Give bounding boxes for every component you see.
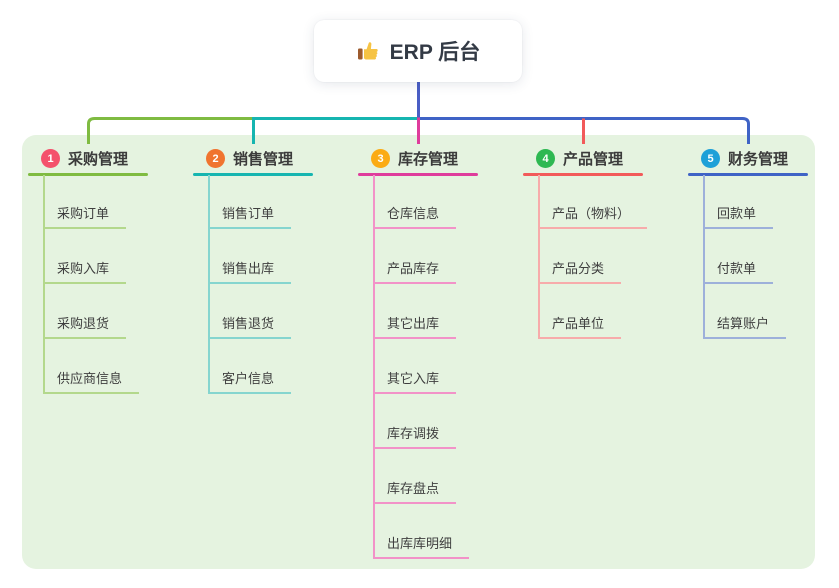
branch-3: 3 库存管理 仓库信息产品库存其它出库其它入库库存调拨库存盘点出库库明细 <box>358 147 518 559</box>
branch-4: 4 产品管理 产品（物料） 产品分类产品单位 <box>523 147 683 339</box>
branch-node[interactable]: 4 产品管理 <box>523 147 683 170</box>
sub-item-node[interactable]: 采购入库 <box>43 258 127 284</box>
sub-item-node[interactable]: 采购退货 <box>43 313 127 339</box>
branch-number-badge: 4 <box>536 149 555 168</box>
sub-item-node[interactable]: 回款单 <box>703 203 774 229</box>
sub-item-node[interactable]: 产品单位 <box>538 313 622 339</box>
branch-stem-line <box>43 175 45 394</box>
sub-item-node[interactable]: 销售订单 <box>208 203 292 229</box>
branch-1: 1 采购管理 采购订单采购入库采购退货供应商信息 <box>28 147 188 394</box>
sub-item-node[interactable]: 销售退货 <box>208 313 292 339</box>
branch-underline <box>358 173 478 176</box>
sub-item-node[interactable]: 销售出库 <box>208 258 292 284</box>
branch-stem-line <box>373 175 375 559</box>
sub-item-node[interactable]: 库存调拨 <box>373 423 457 449</box>
sub-item-node[interactable]: 供应商信息 <box>43 368 140 394</box>
sub-item-node[interactable]: 产品（物料） <box>538 203 648 229</box>
branch-stem-line <box>538 175 540 339</box>
branch-5: 5 财务管理 回款单付款单结算账户 <box>688 147 839 339</box>
root-node[interactable]: ERP 后台 <box>314 20 522 82</box>
branch-node[interactable]: 5 财务管理 <box>688 147 839 170</box>
branch-2: 2 销售管理 销售订单销售出库销售退货客户信息 <box>193 147 353 394</box>
branch-node[interactable]: 2 销售管理 <box>193 147 353 170</box>
branch-stem-line <box>208 175 210 394</box>
branch-underline <box>523 173 643 176</box>
branch-number-badge: 3 <box>371 149 390 168</box>
sub-item-node[interactable]: 采购订单 <box>43 203 127 229</box>
thumbs-up-icon <box>357 42 378 60</box>
branch-label: 采购管理 <box>68 151 129 168</box>
sub-item-node[interactable]: 仓库信息 <box>373 203 457 229</box>
sub-item-node[interactable]: 产品分类 <box>538 258 622 284</box>
branch-node[interactable]: 1 采购管理 <box>28 147 188 170</box>
branch-underline <box>688 173 808 176</box>
branches-panel <box>22 135 815 569</box>
sub-item-node[interactable]: 客户信息 <box>208 368 292 394</box>
sub-item-node[interactable]: 其它出库 <box>373 313 457 339</box>
branch-node[interactable]: 3 库存管理 <box>358 147 518 170</box>
sub-item-node[interactable]: 其它入库 <box>373 368 457 394</box>
branch-stem-line <box>703 175 705 339</box>
branch-label: 财务管理 <box>728 151 789 168</box>
sub-item-node[interactable]: 库存盘点 <box>373 478 457 504</box>
root-title: ERP 后台 <box>389 41 481 64</box>
branch-label: 销售管理 <box>233 151 294 168</box>
branch-underline <box>193 173 313 176</box>
branch-label: 产品管理 <box>563 151 624 168</box>
sub-item-node[interactable]: 出库库明细 <box>373 533 470 559</box>
sub-item-node[interactable]: 产品库存 <box>373 258 457 284</box>
branch-number-badge: 5 <box>701 149 720 168</box>
branch-label: 库存管理 <box>398 151 459 168</box>
branch-number-badge: 1 <box>41 149 60 168</box>
branch-underline <box>28 173 148 176</box>
sub-item-node[interactable]: 付款单 <box>703 258 774 284</box>
sub-item-node[interactable]: 结算账户 <box>703 313 787 339</box>
branch-number-badge: 2 <box>206 149 225 168</box>
